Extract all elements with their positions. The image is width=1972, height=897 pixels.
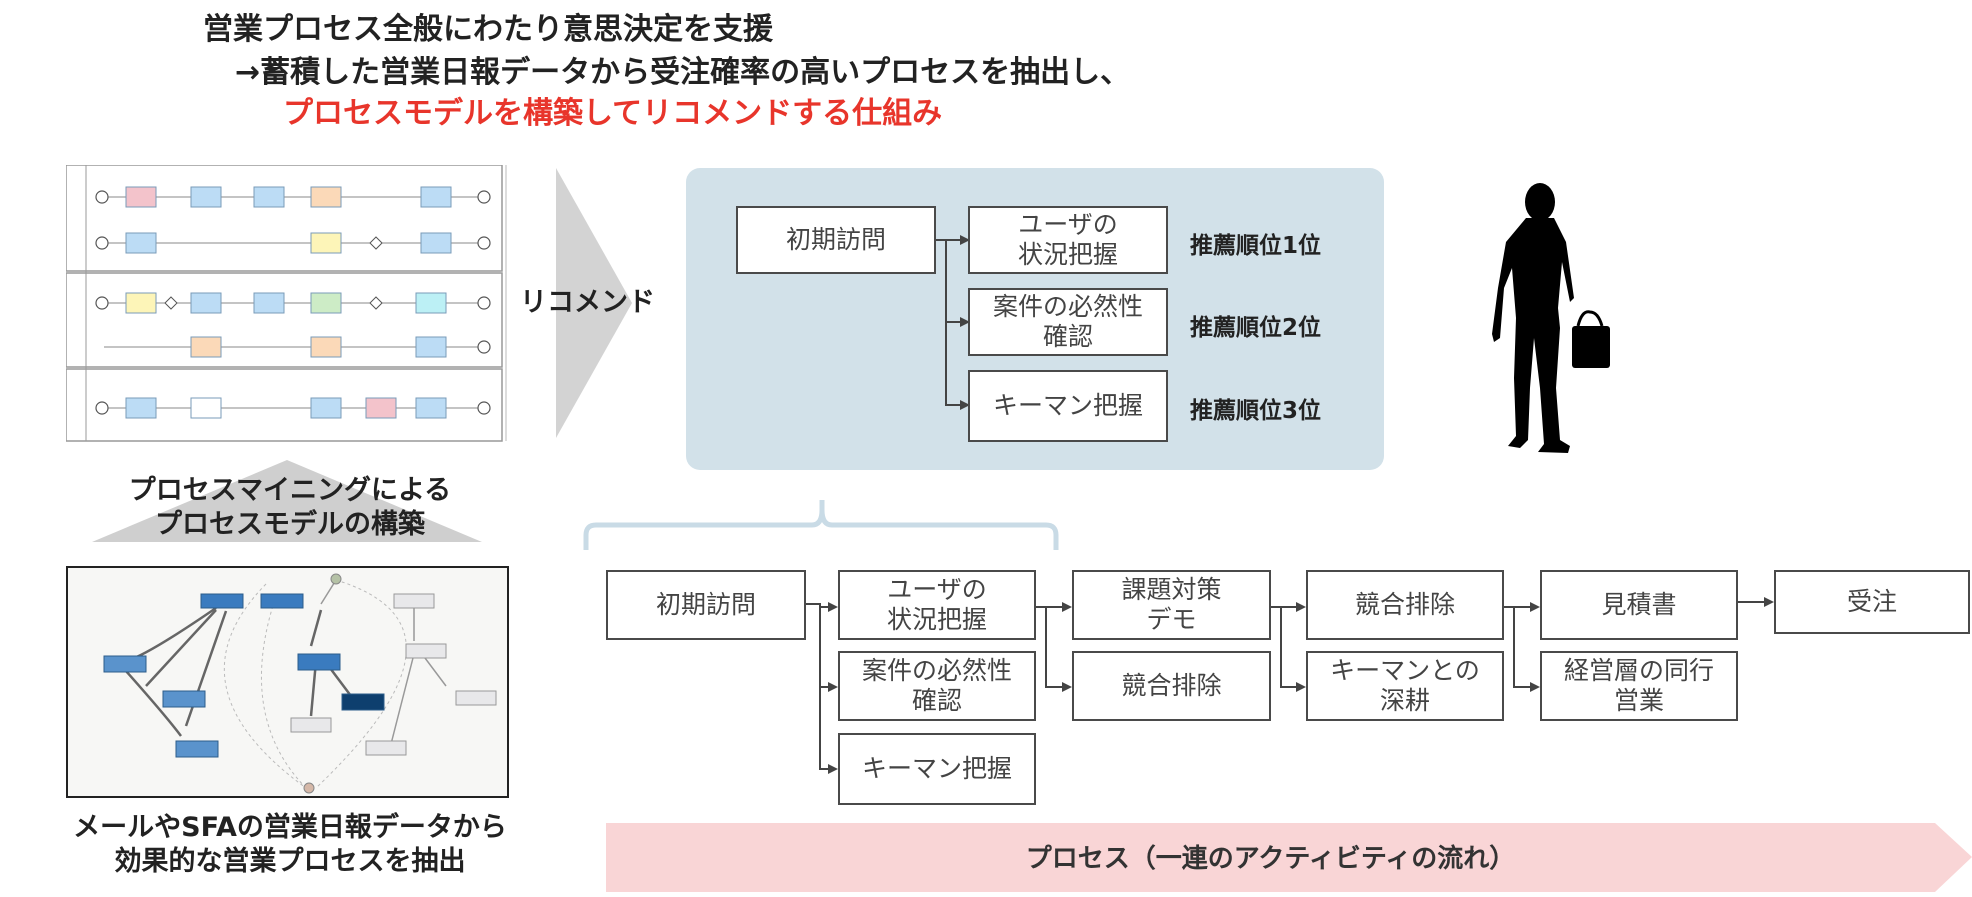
header-line1: 営業プロセス全般にわたり意思決定を支援 <box>203 12 773 47</box>
bpmn-diagram-thumbnail <box>66 165 507 442</box>
recommend-label: リコメンド <box>520 287 655 318</box>
recommend-box-2: 案件の必然性 確認 <box>968 288 1168 356</box>
businessman-silhouette-icon <box>1492 183 1610 453</box>
process-box-keyman: キーマン把握 <box>838 733 1036 805</box>
process-box-order: 受注 <box>1774 570 1970 634</box>
brace <box>583 500 1059 550</box>
rank-label-1: 推薦順位1位 <box>1190 233 1322 259</box>
process-box-demo: 課題対策 デモ <box>1072 570 1271 640</box>
process-mining-graph-thumbnail <box>66 566 509 798</box>
recommend-start-box: 初期訪問 <box>736 206 936 274</box>
mining-caption: プロセスマイニングによる プロセスモデルの構築 <box>128 475 452 540</box>
source-caption: メールやSFAの営業日報データから 効果的な営業プロセスを抽出 <box>73 812 507 877</box>
process-box-exec-visit: 経営層の同行 営業 <box>1540 651 1738 721</box>
process-box-competitor-1: 競合排除 <box>1072 651 1271 721</box>
header-line3: プロセスモデルを構築してリコメンドする仕組み <box>283 96 943 131</box>
rank-label-3: 推薦順位3位 <box>1190 398 1322 424</box>
recommend-arrow <box>556 168 632 438</box>
process-box-keyman-deep: キーマンとの 深耕 <box>1306 651 1504 721</box>
mining-triangle <box>92 460 482 542</box>
recommend-box-1: ユーザの 状況把握 <box>968 206 1168 274</box>
rank-label-2: 推薦順位2位 <box>1190 315 1322 341</box>
process-box-user: ユーザの 状況把握 <box>838 570 1036 640</box>
process-flow-arrow <box>606 823 1972 892</box>
process-flow-label: プロセス（一連のアクティビティの流れ） <box>1025 844 1516 874</box>
recommend-box-3: キーマン把握 <box>968 370 1168 442</box>
process-box-start: 初期訪問 <box>606 570 806 640</box>
process-box-competitor-2: 競合排除 <box>1306 570 1504 640</box>
process-box-necessity: 案件の必然性 確認 <box>838 651 1036 721</box>
process-box-estimate: 見積書 <box>1540 570 1738 640</box>
header-line2: →蓄積した営業日報データから受注確率の高いプロセスを抽出し、 <box>235 55 1131 90</box>
